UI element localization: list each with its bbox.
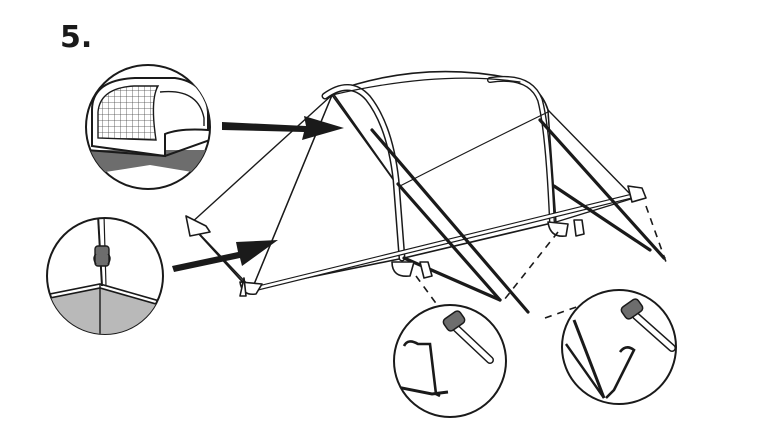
arrow-icon: [172, 116, 344, 272]
peg-mallet-callout-left: [393, 304, 507, 418]
tent-end-right: [547, 109, 635, 223]
step-number: 5.: [60, 20, 93, 55]
mallet-icon: [442, 310, 494, 364]
tent-peg-icon: [402, 340, 441, 398]
tent-feet: [185, 185, 647, 297]
callout-connectors: [415, 205, 667, 319]
tent-peg-icon: [605, 346, 636, 399]
mallet-icon: [620, 298, 676, 352]
pole-clip-icon: [93, 245, 111, 267]
pole-clip-callout: [46, 217, 164, 335]
guy-lines: [370, 118, 666, 314]
mesh-door-callout: [85, 64, 211, 190]
peg-mallet-callout-right: [561, 289, 677, 405]
tent: [185, 70, 666, 314]
